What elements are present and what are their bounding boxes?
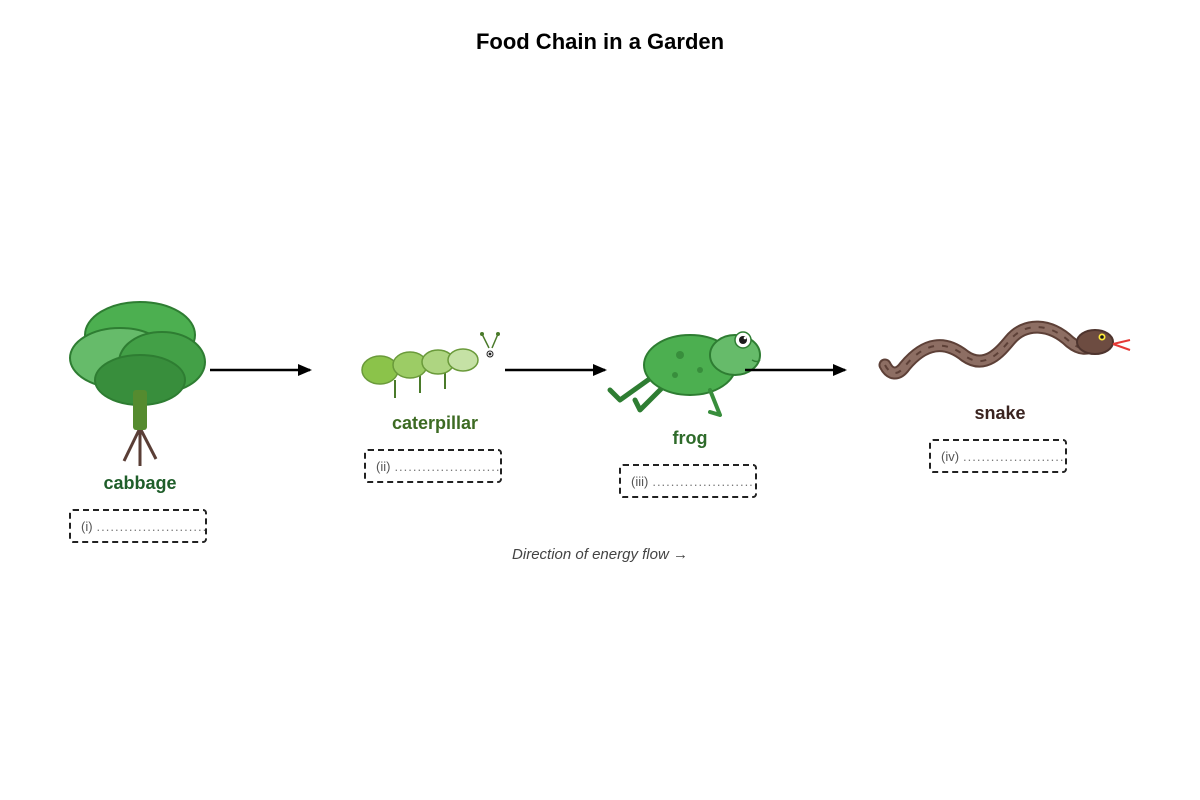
diagram-title: Food Chain in a Garden [475,29,725,54]
answer-box-cabbage[interactable]: (i) ........................ [69,509,207,543]
frog-illustration [607,331,761,417]
answer-blank-number: (ii) [376,458,391,474]
cabbage-illustration [69,301,206,466]
organism-label-snake: snake [974,403,1026,423]
energy-flow-caption: Direction of energy flow → [512,546,688,563]
answer-box-snake[interactable]: (iv) ........................ [929,439,1067,473]
answer-blank-dots: ........................ [652,473,757,489]
answer-blank-dots: ........................ [96,518,207,534]
answer-blank-number: (iv) [941,448,960,464]
organism-label-frog: frog [672,428,708,448]
answer-box-frog[interactable]: (iii) ........................ [619,464,757,498]
answer-blank-number: (i) [81,518,93,534]
organism-label-cabbage: cabbage [103,473,177,493]
answer-blank-dots: ........................ [963,448,1067,464]
answer-box-caterpillar[interactable]: (ii) ........................ [364,449,502,483]
answer-blank-dots: ........................ [394,458,502,474]
answer-blank-number: (iii) [631,473,649,489]
snake-illustration [878,320,1131,380]
organism-label-caterpillar: caterpillar [391,413,479,433]
caterpillar-illustration [361,332,500,398]
